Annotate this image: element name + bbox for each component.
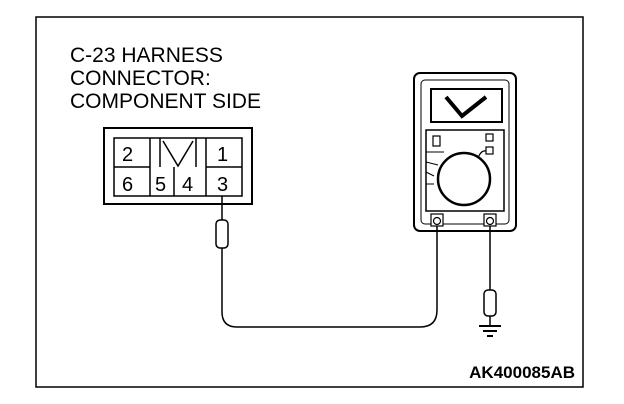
volt-symbol <box>444 95 488 119</box>
pin-label-3: 3 <box>217 174 228 196</box>
selector-dial <box>436 151 492 207</box>
multimeter-icon <box>413 72 517 232</box>
pin-label-4: 4 <box>182 174 193 196</box>
harness-connector <box>103 127 253 205</box>
connector-title-line-1: C-23 HARNESS <box>70 44 223 67</box>
ground-symbol-icon <box>479 325 501 337</box>
test-lead-wire <box>221 226 438 328</box>
connector-title-line-2: CONNECTOR: <box>70 67 211 90</box>
pin-label-2: 2 <box>122 144 133 166</box>
ground-probe-icon <box>483 226 497 326</box>
meter-terminal-negative <box>483 213 497 227</box>
figure-frame <box>35 16 584 388</box>
pin-label-1: 1 <box>217 144 228 166</box>
meter-terminal-positive <box>430 213 444 227</box>
pin-label-5: 5 <box>155 174 166 196</box>
meter-display <box>430 88 503 123</box>
connector-title-line-3: COMPONENT SIDE <box>70 90 261 113</box>
figure-code: AK400085AB <box>469 363 575 382</box>
pin-label-6: 6 <box>122 174 133 196</box>
connector-key-notch <box>162 140 194 168</box>
probe-icon <box>215 196 229 256</box>
